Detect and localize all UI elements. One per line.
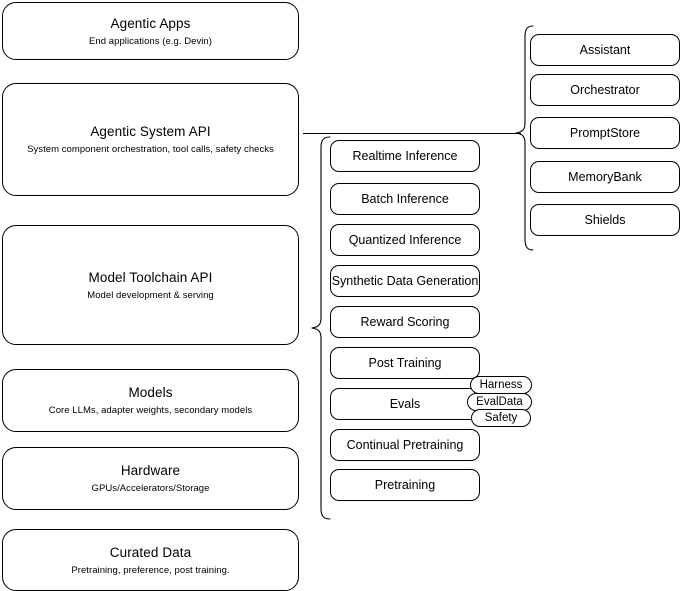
layer-title: Agentic Apps	[110, 15, 191, 31]
system-node-orchestrator[interactable]: Orchestrator	[530, 74, 680, 106]
eval-badge-harness[interactable]: Harness	[470, 376, 532, 394]
node-label: Quantized Inference	[348, 232, 462, 247]
layer-agentic-apps[interactable]: Agentic Apps End applications (e.g. Devi…	[2, 2, 299, 60]
layer-subtitle: End applications (e.g. Devin)	[89, 35, 212, 47]
node-label: Synthetic Data Generation	[331, 273, 479, 288]
node-label: Assistant	[579, 42, 631, 57]
badge-label: Safety	[484, 412, 518, 424]
node-label: Pretraining	[374, 477, 436, 492]
node-label: PromptStore	[569, 125, 641, 140]
node-label: Post Training	[368, 355, 442, 370]
toolchain-node-quantized-inference[interactable]: Quantized Inference	[330, 224, 480, 256]
layer-title: Model Toolchain API	[88, 269, 213, 285]
node-label: Continual Pretraining	[346, 437, 464, 452]
layer-models[interactable]: Models Core LLMs, adapter weights, secon…	[2, 369, 299, 432]
layer-agentic-system-api[interactable]: Agentic System API System component orch…	[2, 83, 299, 196]
toolchain-node-post-training[interactable]: Post Training	[330, 347, 480, 379]
system-node-shields[interactable]: Shields	[530, 204, 680, 236]
layer-curated-data[interactable]: Curated Data Pretraining, preference, po…	[2, 529, 299, 591]
eval-badge-evaldata[interactable]: EvalData	[467, 393, 532, 411]
connector-line-system-api	[303, 133, 521, 134]
toolchain-node-pretraining[interactable]: Pretraining	[330, 469, 480, 501]
layer-hardware[interactable]: Hardware GPUs/Accelerators/Storage	[2, 447, 299, 510]
layer-subtitle: GPUs/Accelerators/Storage	[91, 483, 210, 494]
layer-subtitle: Core LLMs, adapter weights, secondary mo…	[48, 405, 253, 416]
toolchain-node-reward-scoring[interactable]: Reward Scoring	[330, 306, 480, 338]
toolchain-node-continual-pretraining[interactable]: Continual Pretraining	[330, 429, 480, 461]
node-label: Realtime Inference	[352, 148, 458, 163]
node-label: Reward Scoring	[360, 314, 450, 329]
layer-title: Models	[128, 385, 173, 400]
toolchain-node-synthetic-data-generation[interactable]: Synthetic Data Generation	[330, 265, 480, 297]
node-label: Shields	[584, 212, 626, 227]
system-node-memorybank[interactable]: MemoryBank	[530, 161, 680, 193]
node-label: Evals	[389, 396, 421, 411]
system-node-assistant[interactable]: Assistant	[530, 34, 680, 66]
toolchain-node-realtime-inference[interactable]: Realtime Inference	[330, 140, 480, 172]
badge-label: EvalData	[476, 396, 523, 408]
layer-title: Agentic System API	[90, 124, 211, 139]
badge-label: Harness	[479, 379, 523, 391]
system-node-promptstore[interactable]: PromptStore	[530, 117, 680, 149]
layer-subtitle: System component orchestration, tool cal…	[27, 144, 274, 155]
layer-subtitle: Pretraining, preference, post training.	[71, 564, 230, 576]
eval-badge-safety[interactable]: Safety	[471, 409, 531, 427]
node-label: MemoryBank	[568, 169, 642, 184]
toolchain-node-batch-inference[interactable]: Batch Inference	[330, 183, 480, 215]
layer-title: Hardware	[120, 463, 181, 478]
toolchain-node-evals[interactable]: Evals	[330, 388, 480, 420]
node-label: Batch Inference	[361, 191, 449, 206]
layer-model-toolchain-api[interactable]: Model Toolchain API Model development & …	[2, 225, 299, 345]
node-label: Orchestrator	[570, 82, 640, 97]
layer-subtitle: Model development & serving	[87, 289, 214, 301]
toolchain-bracket	[311, 136, 331, 520]
layer-title: Curated Data	[109, 544, 192, 560]
